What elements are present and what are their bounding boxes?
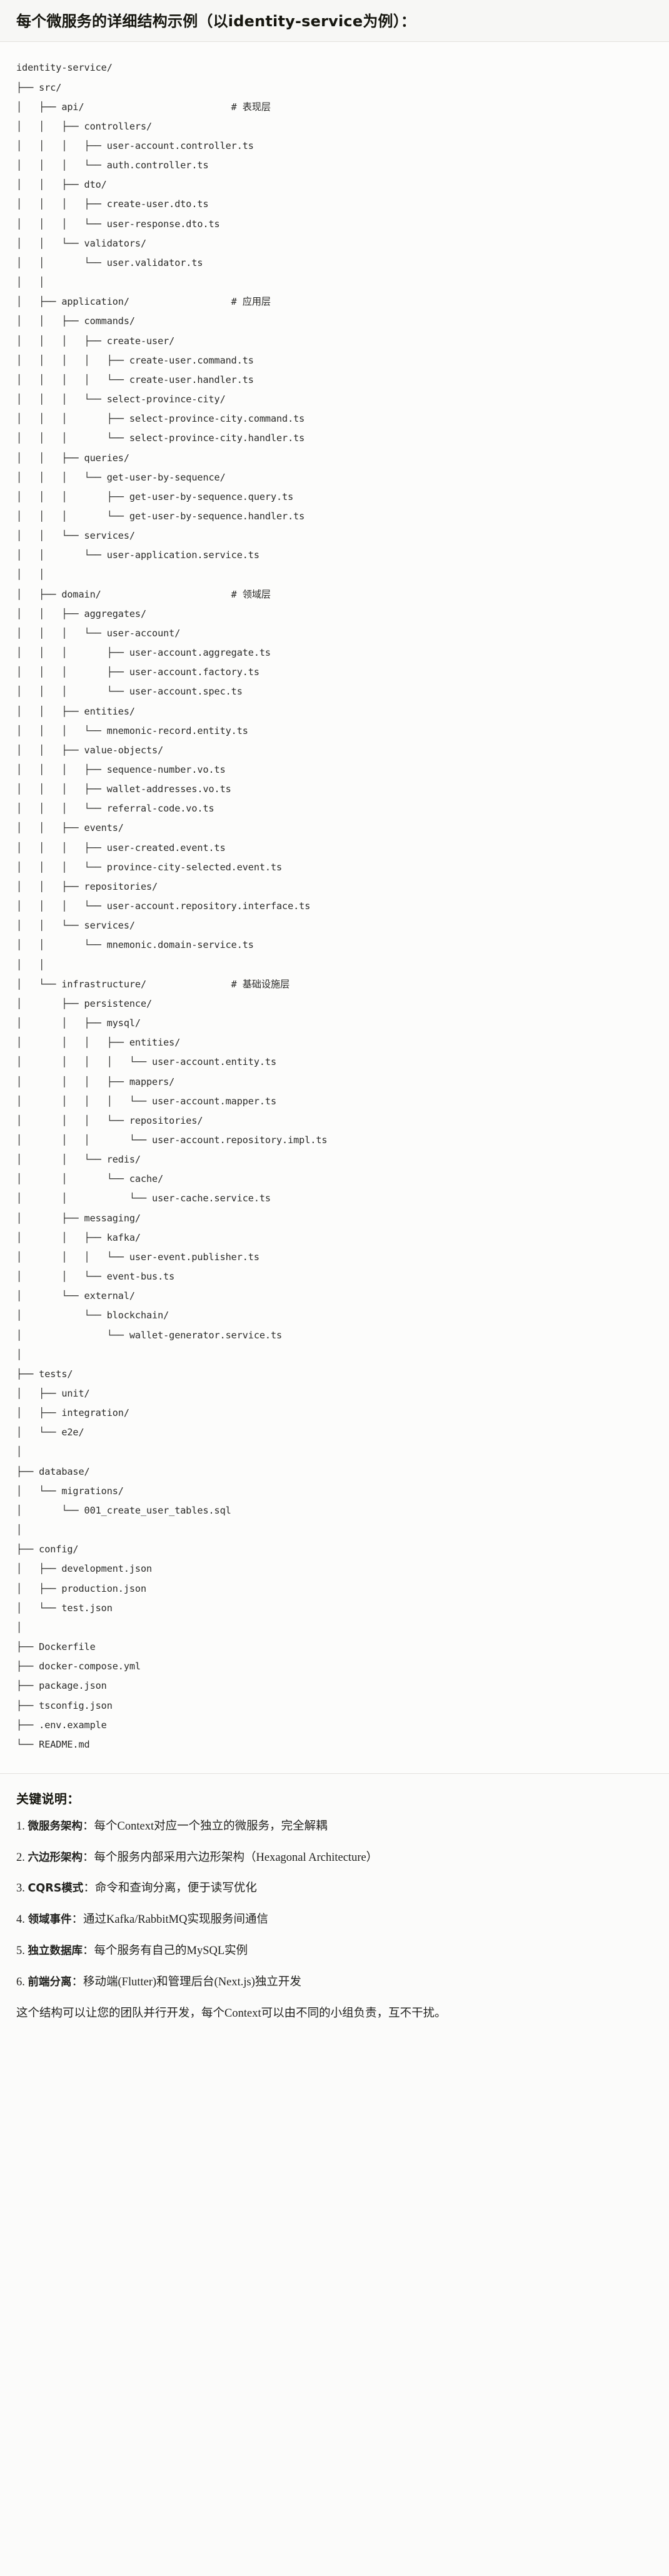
key-note-item: 领域事件：通过Kafka/RabbitMQ实现服务间通信 — [16, 1912, 653, 1929]
key-notes-list: 微服务架构：每个Context对应一个独立的微服务，完全解耦六边形架构：每个服务… — [16, 1818, 653, 1992]
key-note-term: CQRS模式 — [28, 1882, 84, 1895]
key-note-item: CQRS模式：命令和查询分离，便于读写优化 — [16, 1880, 653, 1898]
key-note-term: 六边形架构 — [28, 1851, 83, 1864]
key-notes-title: 关键说明： — [16, 1791, 80, 1806]
page-title: 每个微服务的详细结构示例（以identity-service为例）： — [16, 13, 416, 30]
document-page: 每个微服务的详细结构示例（以identity-service为例）： ident… — [0, 0, 669, 2039]
key-note-item: 独立数据库：每个服务有自己的MySQL实例 — [16, 1943, 653, 1960]
key-note-description: ：命令和查询分离，便于读写优化 — [83, 1882, 257, 1895]
key-note-term: 独立数据库 — [28, 1944, 83, 1957]
key-note-description: ：移动端(Flutter)和管理后台(Next.js)独立开发 — [71, 1975, 301, 1988]
key-note-description: ：每个服务有自己的MySQL实例 — [83, 1944, 248, 1957]
key-note-term: 领域事件 — [28, 1913, 72, 1927]
key-note-item: 前端分离：移动端(Flutter)和管理后台(Next.js)独立开发 — [16, 1974, 653, 1992]
key-note-term: 前端分离 — [28, 1975, 72, 1988]
key-note-item: 六边形架构：每个服务内部采用六边形架构（Hexagonal Architectu… — [16, 1850, 653, 1867]
key-note-item: 微服务架构：每个Context对应一个独立的微服务，完全解耦 — [16, 1818, 653, 1836]
closing-paragraph: 这个结构可以让您的团队并行开发，每个Context可以由不同的小组负责，互不干扰… — [16, 2007, 446, 2020]
heading-section: 每个微服务的详细结构示例（以identity-service为例）： — [0, 0, 669, 43]
directory-tree-section: identity-service/ ├── src/ │ ├── api/ # … — [0, 42, 669, 1774]
directory-tree: identity-service/ ├── src/ │ ├── api/ # … — [16, 62, 328, 1750]
key-note-term: 微服务架构 — [28, 1820, 83, 1833]
key-notes-section: 关键说明： 微服务架构：每个Context对应一个独立的微服务，完全解耦六边形架… — [0, 1773, 669, 2040]
key-note-description: ：每个Context对应一个独立的微服务，完全解耦 — [83, 1820, 328, 1833]
key-note-description: ：每个服务内部采用六边形架构（Hexagonal Architecture） — [83, 1851, 378, 1864]
key-note-description: ：通过Kafka/RabbitMQ实现服务间通信 — [71, 1913, 268, 1927]
